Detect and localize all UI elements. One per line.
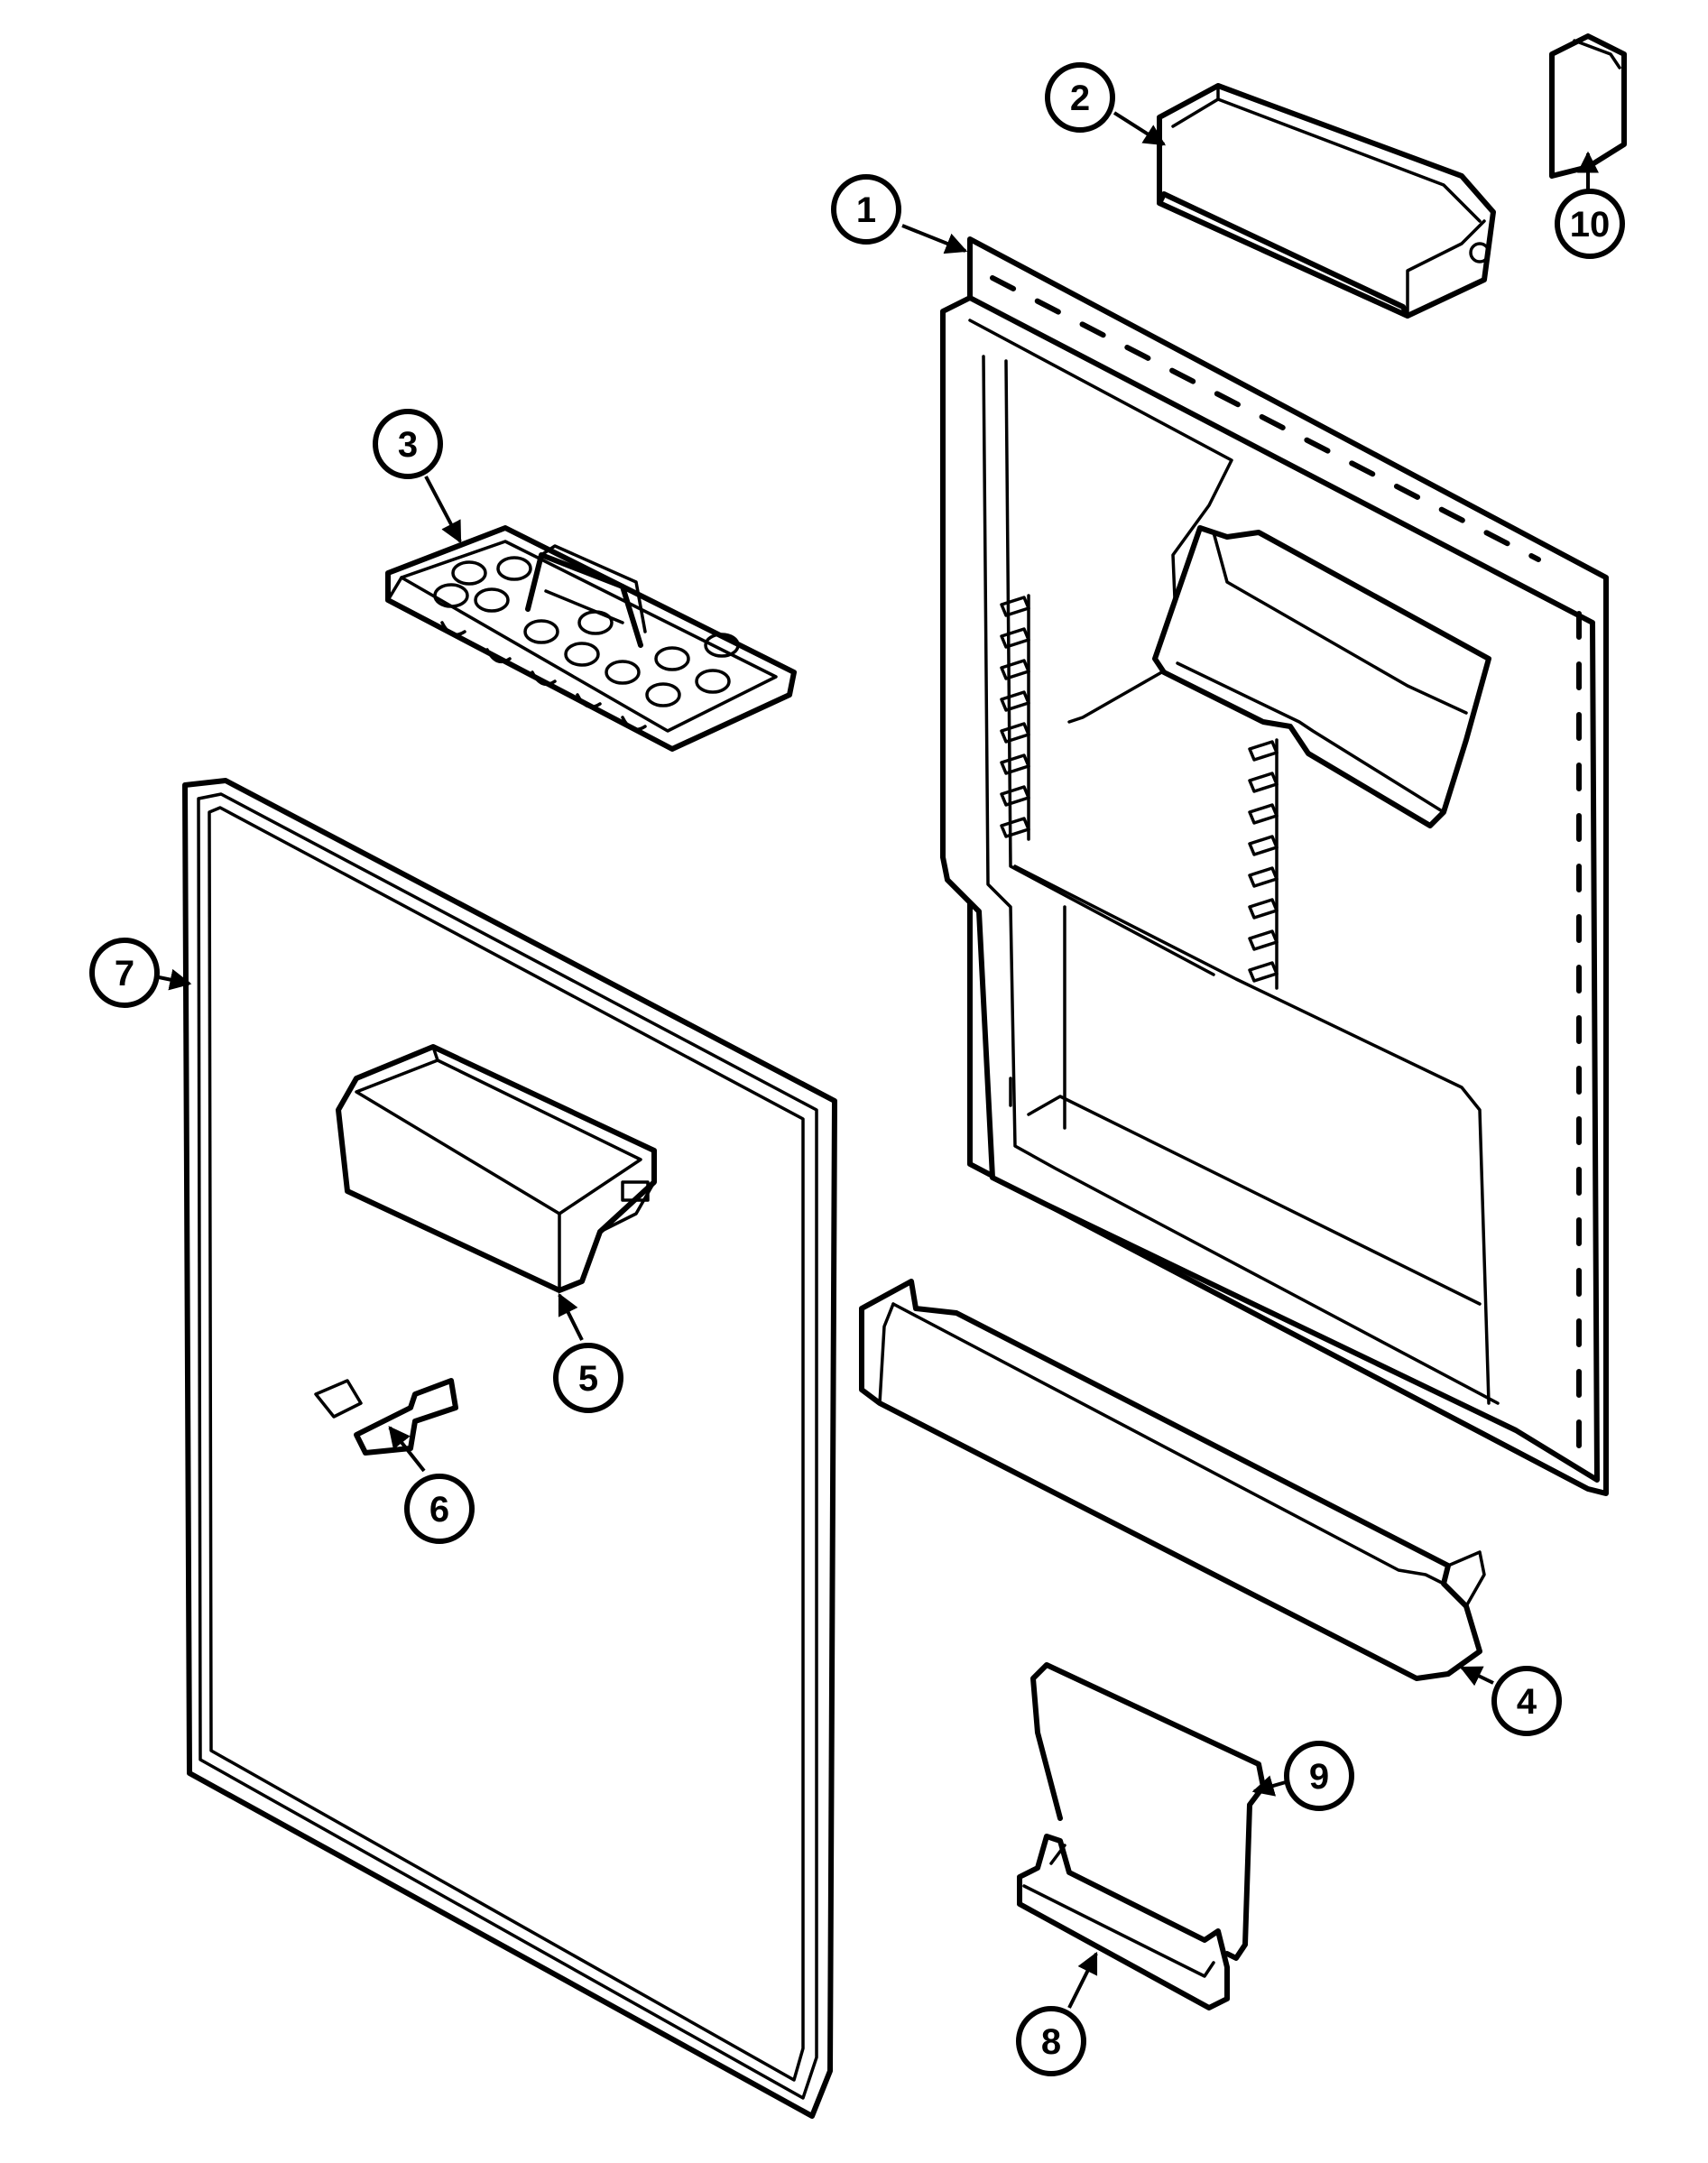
bin-part bbox=[336, 1044, 657, 1293]
callout-7: 7 bbox=[89, 938, 160, 1008]
callout-5: 5 bbox=[553, 1343, 623, 1413]
gasket-part bbox=[182, 778, 837, 2119]
hook-column-right bbox=[1248, 738, 1279, 990]
shelf-bar-part bbox=[859, 1279, 1486, 1681]
hook-column-left bbox=[1000, 594, 1030, 841]
callout-1: 1 bbox=[831, 174, 901, 245]
callout-3-label: 3 bbox=[398, 425, 418, 465]
callout-4: 4 bbox=[1491, 1666, 1562, 1736]
clip-part bbox=[314, 1378, 458, 1456]
callout-10: 10 bbox=[1555, 189, 1625, 259]
callout-10-label: 10 bbox=[1570, 205, 1611, 245]
callout-8-label: 8 bbox=[1041, 2022, 1061, 2062]
callout-9: 9 bbox=[1284, 1741, 1354, 1811]
callout-1-label: 1 bbox=[856, 190, 876, 230]
callout-6: 6 bbox=[404, 1474, 475, 1544]
callout-5-label: 5 bbox=[578, 1359, 598, 1399]
wire-part bbox=[1030, 1662, 1266, 1961]
dairy-door-part bbox=[1157, 83, 1496, 319]
callout-7-label: 7 bbox=[115, 954, 134, 994]
callout-2: 2 bbox=[1045, 62, 1115, 133]
door-liner-part bbox=[940, 236, 1609, 1496]
callout-3: 3 bbox=[373, 409, 443, 479]
callout-2-label: 2 bbox=[1070, 79, 1090, 118]
callout-9-label: 9 bbox=[1309, 1757, 1329, 1797]
callout-4-label: 4 bbox=[1517, 1682, 1537, 1722]
callout-6-label: 6 bbox=[429, 1490, 449, 1530]
bracket-part bbox=[1017, 1834, 1230, 2010]
cover-part bbox=[1549, 33, 1627, 179]
callout-8: 8 bbox=[1016, 2006, 1086, 2076]
egg-tray-part bbox=[385, 525, 797, 752]
leader-lines bbox=[158, 111, 1599, 2009]
